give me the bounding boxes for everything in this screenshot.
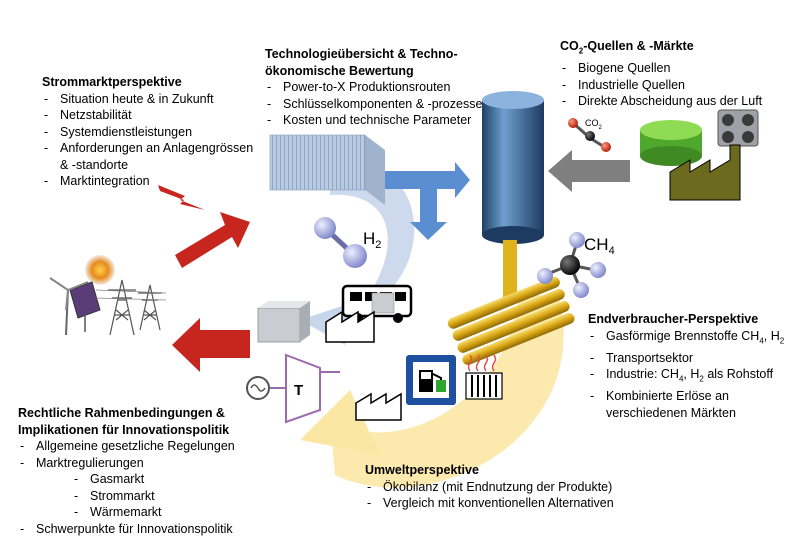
techno-item: Kosten und technische Parameter bbox=[265, 112, 482, 129]
lightning-icon bbox=[158, 185, 205, 210]
endverbraucher-item-1: Gasförmige Brennstoffe CH4, H2 bbox=[588, 328, 784, 350]
blue-flow-arc bbox=[330, 159, 415, 330]
blue-t-arrow bbox=[385, 162, 470, 240]
rechtlich-sub-item: Wärmemarkt bbox=[18, 504, 235, 521]
yellow-flow-arc bbox=[330, 290, 564, 488]
gray-arrow-co2 bbox=[548, 150, 630, 192]
gas-pipelines-icon bbox=[447, 276, 575, 365]
strommarkt-item: Marktintegration bbox=[42, 173, 253, 190]
co2-item: Direkte Abscheidung aus der Luft bbox=[560, 93, 762, 110]
co2-block: CO2-Quellen & -Märkte Biogene Quellen In… bbox=[560, 38, 762, 110]
electrolyzer-icon bbox=[269, 134, 385, 205]
rechtlich-item: Allgemeine gesetzliche Regelungen bbox=[18, 438, 235, 455]
small-electrolyzer-cube bbox=[257, 301, 310, 343]
umwelt-item: Ökobilanz (mit Endnutzung der Produkte) bbox=[365, 479, 614, 496]
techno-item: Schlüsselkomponenten & -prozesse bbox=[265, 96, 482, 113]
fuel-station-icon bbox=[406, 355, 456, 405]
generator-icon bbox=[246, 376, 270, 400]
h2-molecule-icon: H2 bbox=[314, 217, 381, 268]
power-pylon-icon bbox=[95, 279, 167, 336]
endverbraucher-item-4-continued: verschiedenen Märkten bbox=[606, 405, 736, 420]
umwelt-block: Umweltperspektive Ökobilanz (mit Endnutz… bbox=[365, 462, 614, 512]
small-storage-cube bbox=[371, 292, 395, 314]
strommarkt-title: Strommarktperspektive bbox=[42, 75, 182, 89]
svg-text:CH4: CH4 bbox=[584, 235, 615, 257]
co2-title: CO2-Quellen & -Märkte bbox=[560, 39, 694, 56]
industry-factory-icon bbox=[669, 144, 741, 201]
yellow-flow-arrowhead bbox=[300, 390, 380, 455]
rechtlich-block: Rechtliche Rahmenbedingungen & Implikati… bbox=[18, 405, 235, 537]
umwelt-item: Vergleich mit konventionellen Alternativ… bbox=[365, 495, 614, 512]
co2-label: CO bbox=[585, 118, 599, 128]
storage-tank-icon bbox=[482, 91, 544, 300]
co2-item: Industrielle Quellen bbox=[560, 77, 762, 94]
air-capture-icon bbox=[717, 109, 759, 147]
rechtlich-item: Schwerpunkte für Innovationspolitik bbox=[18, 521, 235, 538]
techno-title-2: ökonomische Bewertung bbox=[265, 63, 414, 78]
endverbraucher-title: Endverbraucher-Perspektive bbox=[588, 312, 759, 326]
techno-title-1: Technologieübersicht & Techno- bbox=[265, 47, 458, 61]
factory-icon bbox=[325, 310, 375, 343]
svg-text:CO2: CO2 bbox=[585, 118, 603, 131]
ch4-label: CH bbox=[584, 235, 609, 254]
strommarkt-item: Situation heute & in Zukunft bbox=[42, 91, 253, 108]
rechtlich-title-2: Implikationen für Innovationspolitik bbox=[18, 422, 230, 437]
co2-molecule-icon: CO2 bbox=[568, 118, 611, 152]
strommarkt-block: Strommarktperspektive Situation heute & … bbox=[42, 74, 253, 190]
co2-label-sub: 2 bbox=[599, 125, 603, 131]
biogas-digester-icon bbox=[640, 120, 702, 166]
endverbraucher-item-3: Industrie: CH4, H2 als Rohstoff bbox=[588, 366, 784, 388]
h2-label: H bbox=[363, 229, 375, 248]
h2-label-sub: 2 bbox=[375, 239, 381, 251]
rechtlich-sub-item: Strommarkt bbox=[18, 488, 235, 505]
co2-item: Biogene Quellen bbox=[560, 60, 762, 77]
ch4-molecule-icon: CH4 bbox=[537, 232, 615, 298]
svg-text:H2: H2 bbox=[363, 229, 381, 251]
strommarkt-item: Netzstabilität bbox=[42, 107, 253, 124]
factory-icon-lower bbox=[355, 392, 402, 421]
strommarkt-item: Systemdienstleistungen bbox=[42, 124, 253, 141]
endverbraucher-item-2: Transportsektor bbox=[588, 350, 784, 367]
techno-item: Power-to-X Produktionsrouten bbox=[265, 79, 482, 96]
red-arrow-to-electrolyzer bbox=[175, 212, 250, 268]
red-arrow-to-grid bbox=[172, 318, 250, 372]
rechtlich-title-1: Rechtliche Rahmenbedingungen & bbox=[18, 406, 225, 420]
solar-panel-icon bbox=[69, 281, 101, 332]
strommarkt-item: Anforderungen an Anlagengrössen bbox=[42, 140, 253, 157]
turbine-label: T bbox=[294, 382, 303, 399]
wind-turbine-icon bbox=[49, 277, 89, 336]
turbine-icon: T bbox=[270, 353, 340, 424]
sun-icon bbox=[85, 255, 115, 285]
rechtlich-sub-item: Gasmarkt bbox=[18, 471, 235, 488]
radiator-icon bbox=[465, 354, 503, 400]
endverbraucher-item-4: Kombinierte Erlöse an bbox=[588, 388, 784, 405]
umwelt-title: Umweltperspektive bbox=[365, 463, 479, 477]
rechtlich-item: Marktregulierungen bbox=[18, 455, 235, 472]
ch4-label-sub: 4 bbox=[609, 245, 615, 257]
endverbraucher-block: Endverbraucher-Perspektive Gasförmige Br… bbox=[588, 311, 784, 421]
techno-block: Technologieübersicht & Techno- ökonomisc… bbox=[265, 46, 482, 129]
strommarkt-item-continued: & -standorte bbox=[60, 157, 129, 172]
